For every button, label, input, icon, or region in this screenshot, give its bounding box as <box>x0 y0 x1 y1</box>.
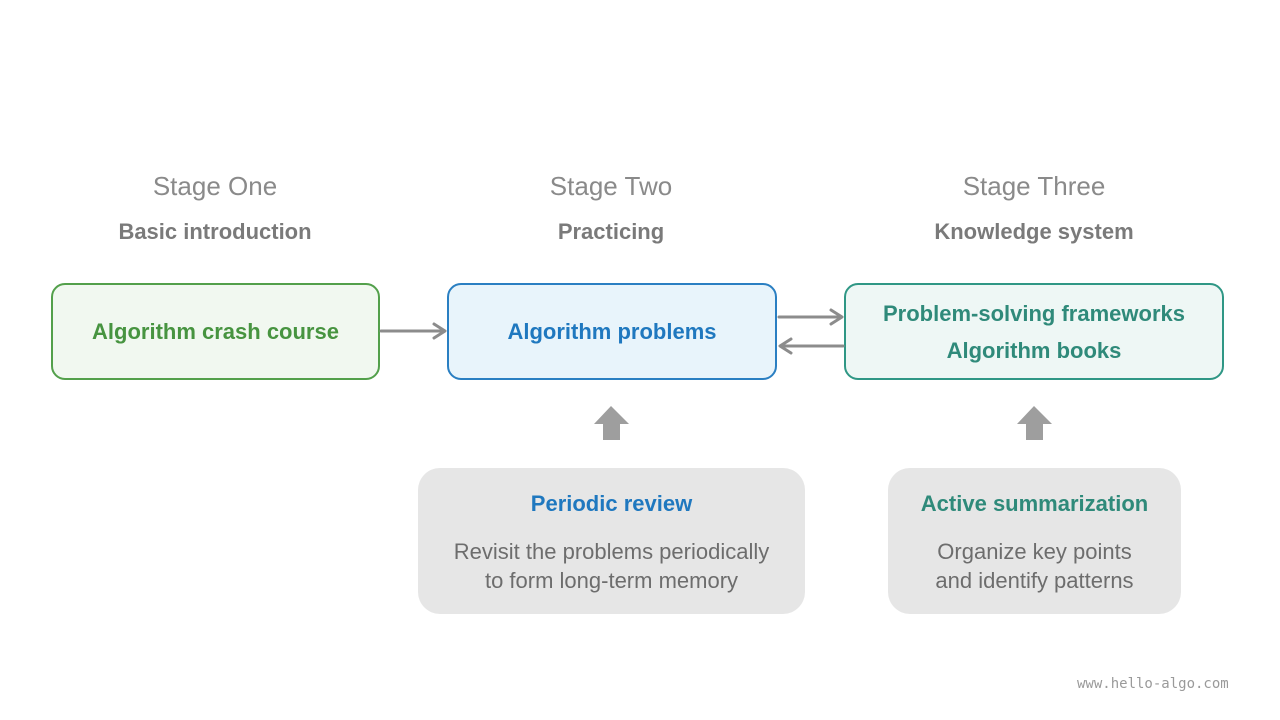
periodic-review-title: Periodic review <box>530 491 693 516</box>
stage-two-title: Stage Two <box>549 171 673 201</box>
arrow-stage-three-to-two <box>778 337 845 355</box>
box-label-books: Algorithm books <box>946 337 1122 363</box>
active-summarization-title: Active summarization <box>920 491 1149 516</box>
stage-three-subtitle: Knowledge system <box>934 219 1134 244</box>
up-arrow-review <box>594 406 629 440</box>
stage-one-subtitle: Basic introduction <box>118 219 312 244</box>
stage-two-subtitle: Practicing <box>557 219 665 244</box>
arrow-stage-two-to-three <box>777 308 844 326</box>
stage-one-title: Stage One <box>152 171 278 201</box>
box-label: Algorithm problems <box>507 319 717 344</box>
algorithm-problems-box: Algorithm problems <box>447 283 777 380</box>
active-summarization-desc-line-1: Organize key points <box>937 539 1132 564</box>
periodic-review-desc-line-2: to form long-term memory <box>484 568 739 593</box>
algorithm-crash-course-box: Algorithm crash course <box>51 283 380 380</box>
arrow-stage-one-to-two <box>379 322 447 340</box>
watermark: www.hello-algo.com <box>1077 676 1229 692</box>
periodic-review-desc-line-1: Revisit the problems periodically <box>453 539 770 564</box>
up-arrow-summarization <box>1017 406 1052 440</box>
box-label: Algorithm crash course <box>92 319 339 344</box>
knowledge-system-box: Problem-solving frameworks Algorithm boo… <box>844 283 1224 380</box>
periodic-review-card: Periodic review Revisit the problems per… <box>418 468 805 614</box>
active-summarization-desc-line-2: and identify patterns <box>935 568 1134 593</box>
box-label-frameworks: Problem-solving frameworks <box>883 300 1185 326</box>
stage-three-title: Stage Three <box>962 171 1106 201</box>
active-summarization-card: Active summarization Organize key points… <box>888 468 1181 614</box>
